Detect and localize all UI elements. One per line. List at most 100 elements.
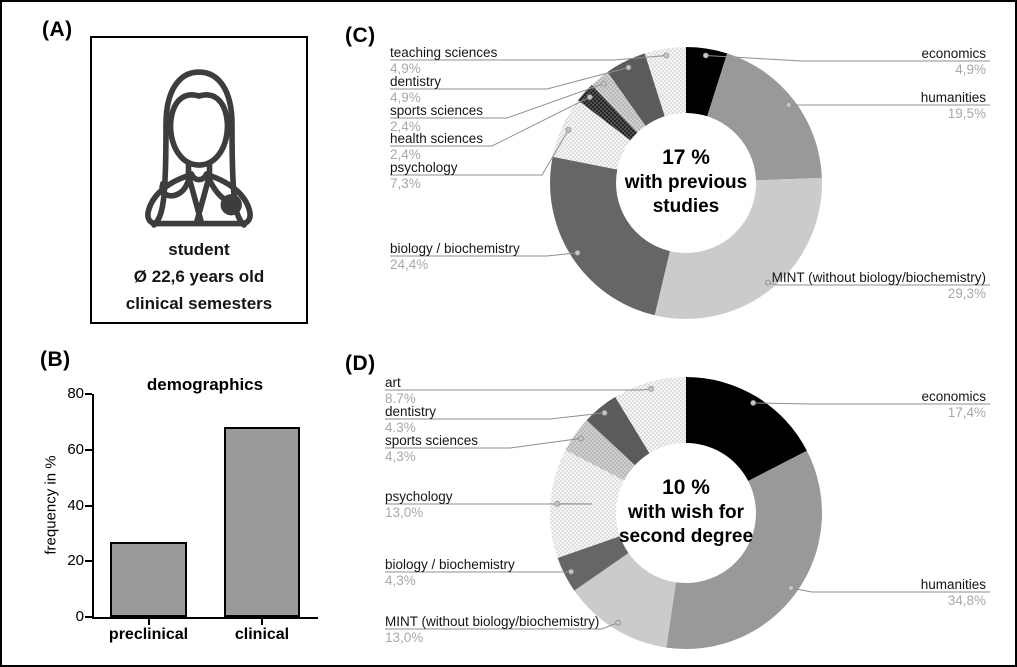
leader-line: [390, 252, 578, 257]
slice-percent: 4,9%: [955, 62, 986, 77]
slice-name: psychology: [385, 489, 453, 504]
donut-c-center-line: with previous: [624, 172, 748, 193]
donut-slice-teaching-sciences: [644, 47, 686, 117]
leader-dot: [785, 102, 792, 108]
donut-slice-dentistry: [607, 53, 665, 126]
stethoscope-chestpiece-icon: [220, 194, 242, 216]
slice-name: humanities: [920, 577, 986, 592]
leader-dot: [750, 399, 757, 406]
leader-line: [767, 282, 990, 286]
slice-label-mint-without-biology-biochemistry: MINT (without biology/biochemistry)13,0%: [385, 614, 599, 645]
slice-name: MINT (without biology/biochemistry): [771, 270, 986, 285]
leader-dot: [600, 80, 607, 87]
female-doctor-icon: [145, 69, 253, 228]
leader-line: [390, 67, 629, 90]
slice-percent: 29,3%: [947, 286, 986, 301]
slice-name: biology / biochemistry: [385, 557, 515, 572]
leader-line: [385, 388, 652, 391]
y-axis-tick: [85, 393, 92, 395]
leader-dot: [565, 127, 572, 133]
slice-name: art: [385, 375, 401, 390]
leader-line: [390, 55, 667, 61]
slice-name: humanities: [920, 90, 986, 105]
slice-percent: 24,4%: [390, 257, 429, 272]
slice-name: health sciences: [390, 131, 484, 146]
x-axis-line: [92, 617, 318, 619]
leader-dot: [577, 435, 584, 442]
x-category-label: clinical: [234, 626, 290, 643]
slice-percent: 4,9%: [390, 61, 421, 76]
slice-name: sports sciences: [390, 103, 484, 118]
donut-d-center-text: 10 % with wish for second degree: [601, 475, 771, 549]
face-shape: [167, 121, 231, 168]
leader-dot: [648, 385, 654, 392]
donut-slice-biology-biochemistry: [557, 536, 629, 591]
bar-chart-title: demographics: [146, 375, 264, 394]
bar-clinical: [224, 427, 300, 617]
donut-slice-humanities: [666, 450, 822, 650]
y-tick-label: 60: [67, 440, 84, 458]
y-axis-tick: [85, 616, 92, 618]
leader-line: [753, 402, 990, 405]
slice-percent: 2,4%: [390, 119, 421, 134]
y-axis-tick: [85, 504, 92, 507]
donut-d-center-line: with wish for: [627, 502, 745, 523]
slice-percent: 7,3%: [390, 176, 421, 191]
slice-name: psychology: [390, 160, 458, 175]
neck-shape: [185, 162, 213, 177]
slice-percent: 13,0%: [385, 505, 424, 520]
student-caption-line: student: [168, 240, 230, 259]
slice-percent: 4,3%: [385, 449, 416, 464]
slice-percent: 4,9%: [390, 90, 421, 105]
slice-name: economics: [921, 46, 986, 61]
donut-c-center-percent: 17 %: [662, 146, 710, 169]
leader-line: [390, 96, 591, 147]
donut-slice-sports-sciences: [591, 72, 646, 133]
leader-dot: [615, 619, 621, 626]
donut-slice-art: [615, 377, 686, 454]
student-caption: student Ø 22,6 years old clinical semest…: [92, 236, 306, 317]
leader-dot: [601, 409, 608, 416]
shirt-collar-shape: [188, 171, 210, 183]
y-tick-label: 40: [67, 496, 84, 514]
slice-percent: 17,4%: [947, 405, 986, 420]
bar-preclinical: [110, 541, 187, 617]
student-caption-line: clinical semesters: [125, 294, 273, 313]
donut-slice-psychology: [552, 100, 631, 170]
slice-percent: 13,0%: [385, 630, 424, 645]
slice-percent: 4.3%: [385, 420, 416, 435]
slice-percent: 2,4%: [390, 147, 421, 162]
leader-dot: [788, 585, 794, 591]
x-category-label: preclinical: [108, 626, 189, 643]
donut-c-center-line: studies: [652, 196, 720, 217]
y-tick-label: 0: [75, 608, 84, 625]
leader-dot: [625, 64, 632, 71]
donut-slice-biology-biochemistry: [550, 156, 670, 316]
leader-dot: [702, 52, 709, 59]
leader-line: [790, 587, 990, 593]
hair-fringe-shape: [167, 92, 231, 128]
panel-b-tag: (B): [40, 348, 71, 371]
slice-name: teaching sciences: [390, 45, 498, 60]
donut-d-center-line: second degree: [618, 526, 754, 547]
slice-name: economics: [921, 389, 986, 404]
leader-line: [390, 83, 604, 119]
slice-name: dentistry: [390, 74, 442, 89]
x-axis-tick: [261, 619, 263, 625]
leader-line: [385, 622, 619, 630]
y-axis-line: [92, 394, 94, 619]
